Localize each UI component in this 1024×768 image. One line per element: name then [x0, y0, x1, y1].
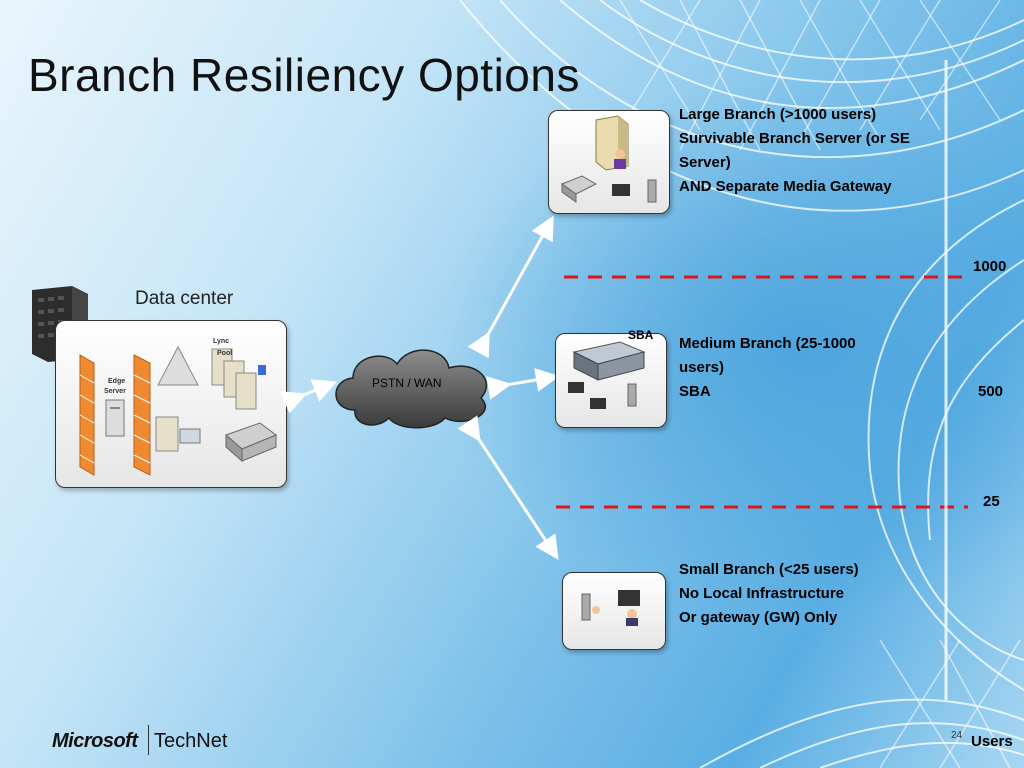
medium-branch-line-2: users)	[679, 359, 725, 376]
gateway-icon	[225, 422, 278, 463]
users-axis-label: Users	[971, 733, 1013, 750]
small-branch-box	[562, 572, 666, 650]
axis-tick-25: 25	[983, 493, 1000, 510]
server-label: Server	[104, 388, 126, 395]
server-icon	[155, 416, 179, 452]
large-branch-line-1: Large Branch (>1000 users)	[679, 106, 877, 123]
edge-label: Edge	[108, 378, 126, 385]
axis-tick-1000: 1000	[973, 258, 1007, 275]
datacenter-diagram	[79, 345, 278, 476]
phone-icon	[627, 383, 637, 407]
sba-appliance-icon	[572, 341, 646, 381]
medium-branch-diagram	[568, 341, 646, 409]
laptop-icon	[568, 382, 584, 393]
datacenter-title: Data center	[135, 288, 234, 309]
large-branch-diagram	[560, 115, 657, 203]
topology-icon	[157, 345, 199, 386]
footer-divider	[148, 725, 149, 755]
medium-branch-label: Medium Branch (25-1000 users) SBA	[679, 332, 856, 404]
cloud-label: PSTN / WAN	[372, 376, 442, 390]
pstn-wan-cloud-icon	[335, 349, 488, 429]
user-icon	[592, 606, 600, 614]
laptop-icon	[612, 184, 630, 196]
pool-label: Pool	[217, 350, 233, 357]
page-number: 24	[951, 730, 963, 741]
laptop-icon	[590, 398, 606, 409]
phone-icon	[647, 179, 657, 203]
laptop-icon	[618, 590, 640, 606]
large-branch-line-3: Server)	[679, 154, 731, 171]
large-branch-line-4: AND Separate Media Gateway	[679, 178, 892, 195]
medium-branch-line-1: Medium Branch (25-1000	[679, 335, 856, 352]
user-icon	[615, 149, 625, 159]
firewall-icon	[133, 354, 151, 476]
gateway-icon	[560, 175, 598, 203]
sba-tag: SBA	[628, 328, 654, 342]
small-branch-line-1: Small Branch (<25 users)	[679, 561, 859, 578]
small-branch-label: Small Branch (<25 users) No Local Infras…	[679, 558, 859, 630]
axis-tick-500: 500	[978, 383, 1004, 400]
microsoft-logo: Microsoft	[52, 730, 138, 752]
phone-icon	[179, 428, 201, 444]
edge-server-icon	[105, 399, 125, 437]
phone-icon	[581, 593, 591, 621]
large-branch-label: Large Branch (>1000 users) Survivable Br…	[679, 103, 910, 199]
lync-pool-icon	[211, 348, 266, 410]
small-branch-line-3: Or gateway (GW) Only	[679, 609, 838, 626]
small-branch-line-2: No Local Infrastructure	[679, 585, 845, 602]
large-branch-line-2: Survivable Branch Server (or SE	[679, 130, 910, 147]
firewall-icon	[79, 354, 95, 476]
slide-title: Branch Resiliency Options	[28, 49, 580, 101]
lync-label: Lync	[213, 338, 230, 345]
small-branch-diagram	[581, 590, 640, 626]
medium-branch-line-3: SBA	[679, 383, 711, 400]
technet-logo: TechNet	[154, 730, 228, 752]
